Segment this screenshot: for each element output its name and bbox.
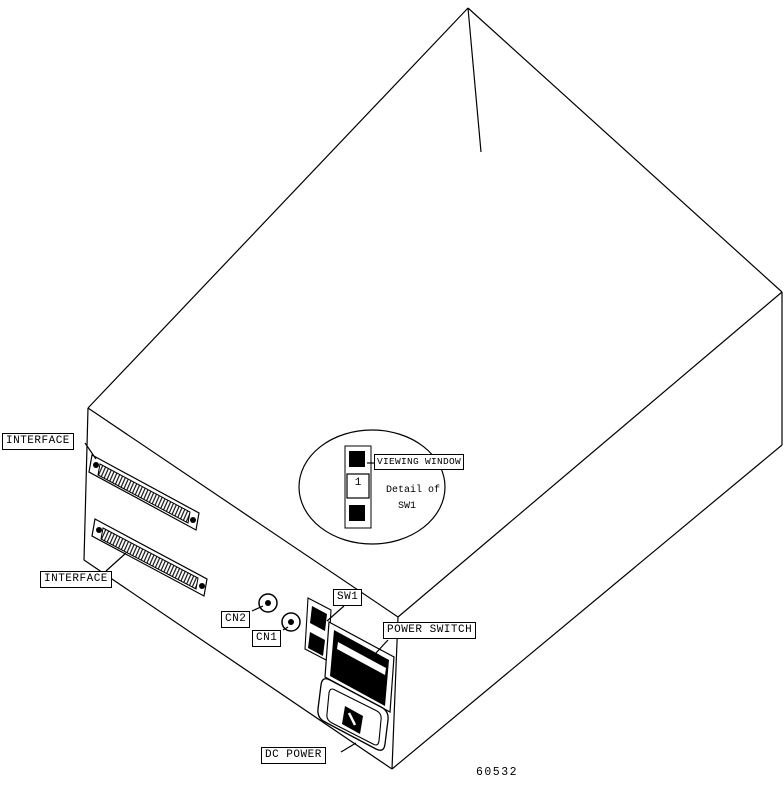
- detail-window-digit: 1: [354, 477, 362, 489]
- dc-power-inlet: [317, 678, 389, 751]
- label-sw1: SW1: [333, 589, 363, 606]
- power-switch-leader: [374, 639, 389, 655]
- label-dc-power: DC POWER: [261, 747, 326, 764]
- sw1-leader: [326, 605, 345, 622]
- jackscrew-hole: [190, 517, 196, 523]
- jackscrew-hole: [93, 462, 99, 468]
- power-switch-rocker-split: [337, 642, 386, 675]
- edge-top-right: [467, 7, 783, 293]
- dc-inlet-slot: [347, 712, 357, 726]
- edge-right-bottom: [391, 444, 783, 770]
- edge-panel-left-vertical: [83, 407, 89, 561]
- label-interface-top: INTERFACE: [2, 433, 74, 450]
- jackscrew-hole: [96, 527, 102, 533]
- detail-caption-line2: SW1: [398, 501, 417, 512]
- connector-pin-field: [100, 527, 199, 590]
- label-cn1: CN1: [252, 630, 282, 647]
- edge-panel-bottom: [83, 559, 393, 770]
- cn1-connector: [281, 612, 301, 632]
- label-viewing-window: VIEWING WINDOW: [374, 454, 465, 470]
- detail-caption-line1: Detail of: [386, 485, 441, 496]
- cn2-center-pin: [265, 600, 271, 606]
- detail-viewing-window: [346, 473, 370, 499]
- cn1-center-pin: [288, 619, 294, 625]
- edge-top-left: [87, 7, 469, 409]
- label-power-switch: POWER SWITCH: [383, 622, 477, 639]
- detail-switch-block-bottom: [349, 505, 365, 521]
- interface-connector-top: [88, 454, 200, 531]
- cn2-leader: [251, 605, 264, 612]
- cn1-leader: [282, 626, 289, 631]
- sw1-block-top: [310, 606, 327, 631]
- edge-panel-top: [87, 407, 399, 618]
- edge-topface-near-right: [397, 291, 783, 618]
- dc-power-leader: [340, 742, 357, 753]
- interface-connector-bottom: [91, 518, 208, 597]
- interface-top-leader: [84, 442, 97, 460]
- enclosure-outline: [83, 7, 783, 770]
- leader-lines: [84, 442, 389, 753]
- jackscrew-hole: [199, 583, 205, 589]
- cn2-connector: [258, 593, 278, 613]
- label-cn2: CN2: [221, 611, 251, 628]
- figure-number: 60532: [476, 766, 519, 779]
- sw1-block-bottom: [308, 632, 325, 656]
- edge-far-vertical: [467, 7, 482, 153]
- dc-inlet-inner: [326, 688, 382, 746]
- connector-pin-field: [97, 463, 191, 524]
- label-interface-bottom: INTERFACE: [40, 571, 112, 588]
- interface-bottom-leader: [105, 552, 127, 572]
- power-switch-component: [324, 621, 395, 713]
- edge-near-vertical: [391, 616, 399, 770]
- detail-switch-block-top: [349, 451, 365, 467]
- sw1-switch: [304, 597, 332, 662]
